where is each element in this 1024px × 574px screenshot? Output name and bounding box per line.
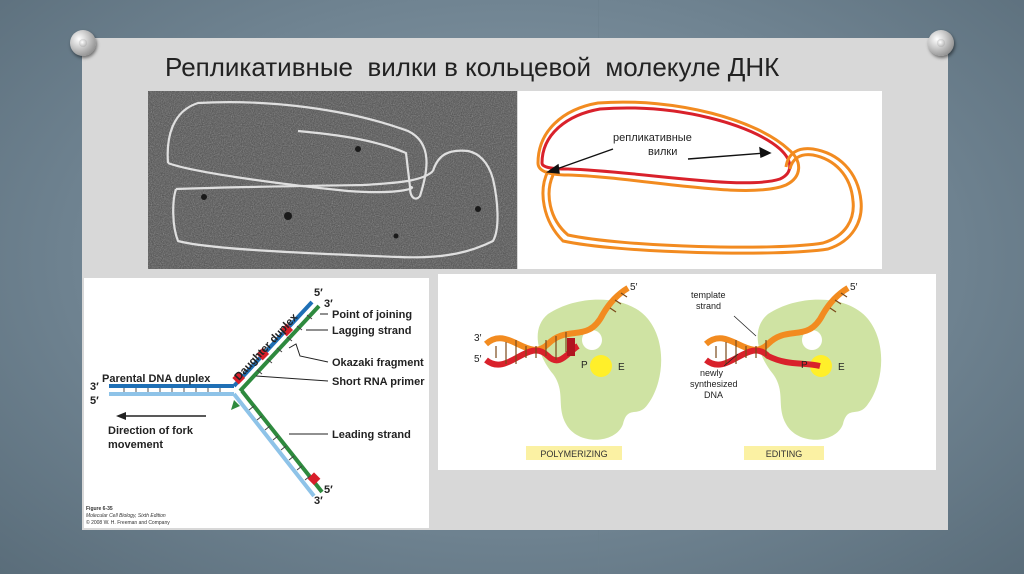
polymerizing-label: POLYMERIZING [540, 449, 607, 459]
lagging-strand-label: Lagging strand [332, 325, 411, 337]
pin-left-icon [70, 30, 96, 56]
point-of-joining-label: Point of joining [332, 309, 412, 321]
pin-right-icon [928, 30, 954, 56]
end-5-left: 5′ [90, 395, 99, 407]
poly2-5-top: 5′ [850, 282, 858, 293]
end-5-bottom: 5′ [324, 484, 333, 496]
forks-label-1: репликативные [613, 132, 692, 144]
newly-label-3: DNA [704, 390, 723, 400]
newly-label-2: synthesized [690, 379, 738, 389]
direction-label-1: Direction of fork [108, 425, 194, 437]
end-3-bottom: 3′ [314, 495, 323, 507]
slide-title: Репликативные вилки в кольцевой молекуле… [165, 52, 780, 82]
newly-label-1: newly [700, 368, 724, 378]
site-p-1: P [581, 360, 588, 371]
end-3-left: 3′ [90, 381, 99, 393]
site-e-1: E [618, 362, 625, 373]
caption-line-3: © 2008 W. H. Freeman and Company [86, 519, 170, 526]
template-label-2: strand [696, 301, 721, 311]
end-5-top: 5′ [314, 287, 323, 299]
poly-5-left-bottom: 5′ [474, 354, 482, 365]
dna-micrograph [148, 91, 517, 269]
template-label-1: template [691, 290, 726, 300]
replication-loop-schematic: репликативные вилки [518, 91, 882, 269]
poly-5-top: 5′ [630, 282, 638, 293]
end-3-top: 3′ [324, 298, 333, 310]
site-p-2: P [801, 360, 808, 371]
replication-fork-diagram: Daughter duplex Parental DNA duplex Dire… [84, 278, 429, 528]
caption-line-2: Molecular Cell Biology, Sixth Edition [86, 513, 166, 519]
direction-label-2: movement [108, 439, 163, 451]
editing-label: EDITING [766, 449, 803, 459]
okazaki-label: Okazaki fragment [332, 357, 424, 369]
forks-label-2: вилки [648, 146, 677, 158]
rna-primer-label: Short RNA primer [332, 376, 425, 388]
leading-strand-label: Leading strand [332, 429, 411, 441]
site-e-2: E [838, 362, 845, 373]
caption-line-1: Figure 6-35 [86, 506, 113, 512]
polymerase-diagram: 3′ 5′ 5′ P E 5′ template strand newly sy… [438, 274, 936, 470]
circular-dna [536, 100, 863, 255]
parental-label: Parental DNA duplex [102, 373, 211, 385]
poly-5-left-top: 3′ [474, 333, 482, 344]
